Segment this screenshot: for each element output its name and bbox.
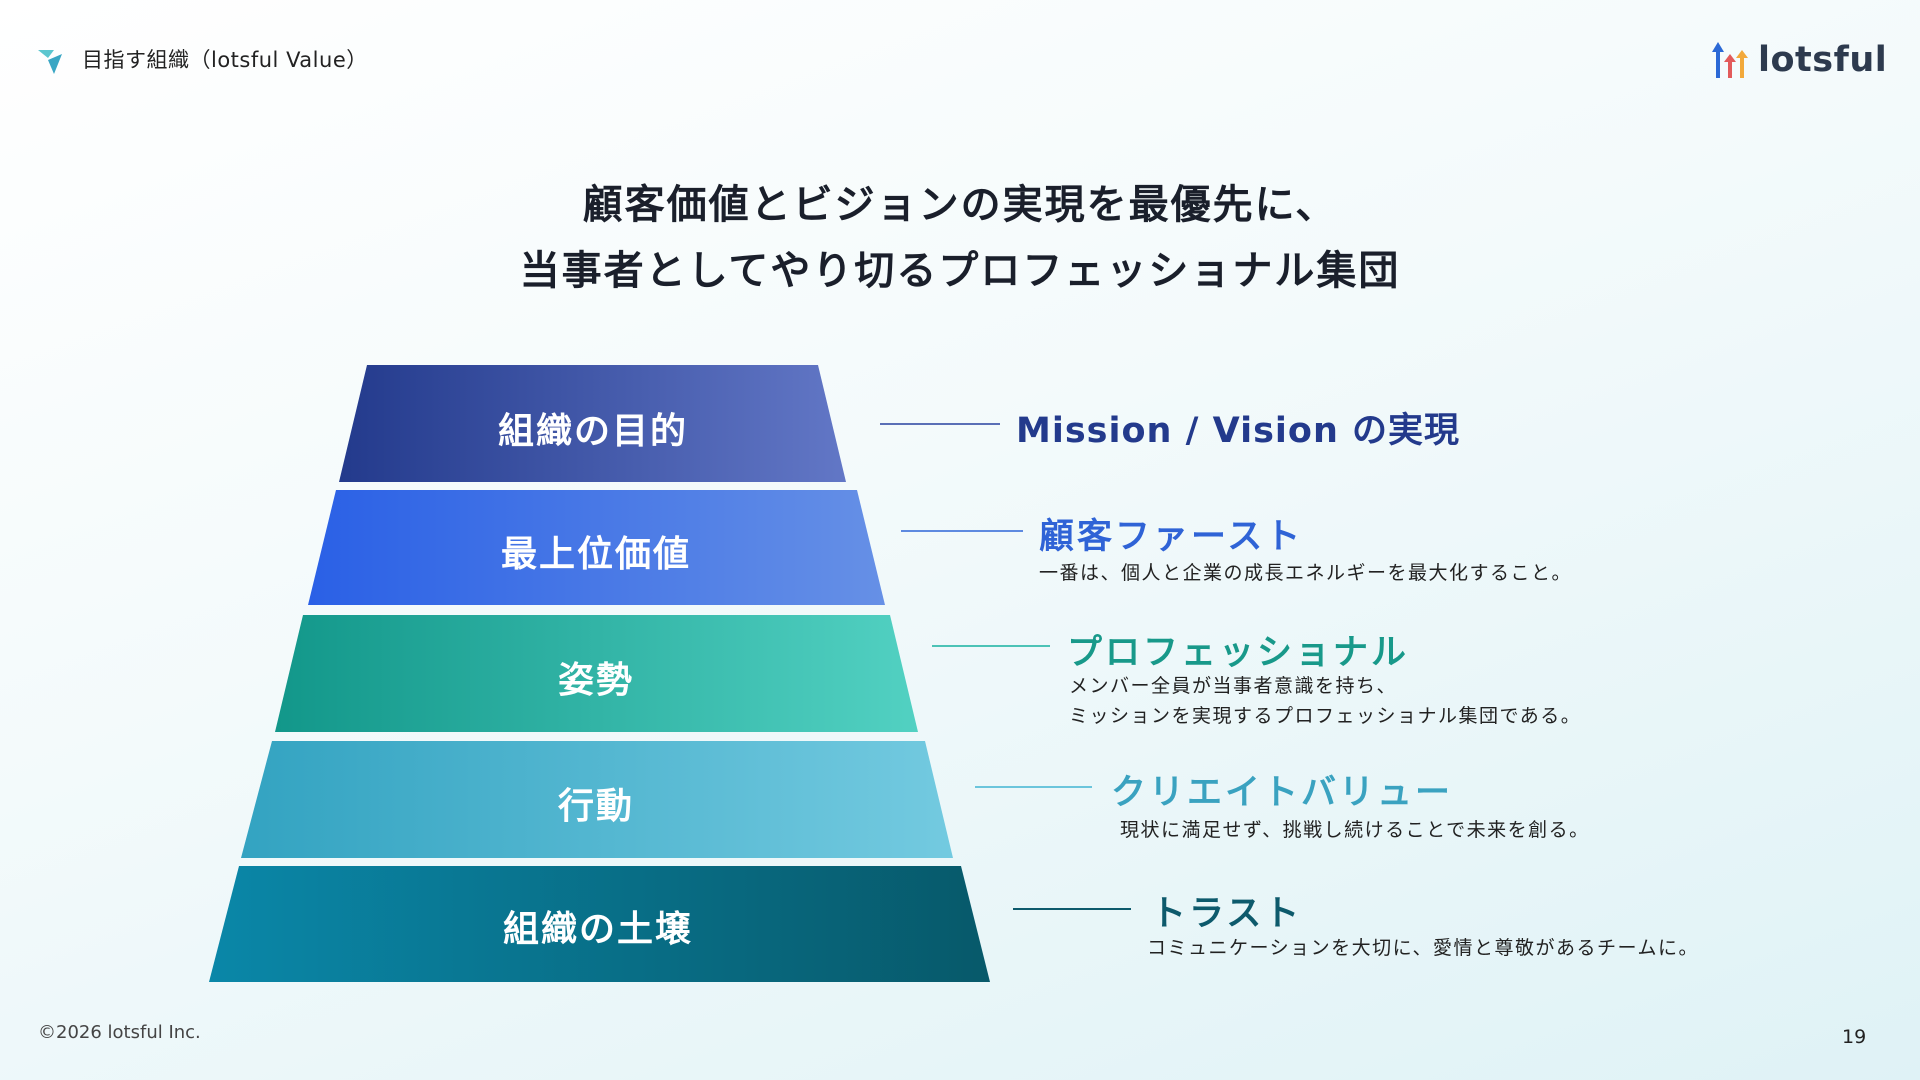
item-desc-professional-1: メンバー全員が当事者意識を持ち、 xyxy=(1069,675,1398,697)
tier-label-foundation: 組織の土壌 xyxy=(502,909,693,950)
item-title-customer-first: 顧客ファースト xyxy=(1039,517,1304,557)
item-title-trust: トラスト xyxy=(1151,894,1303,934)
tier-label-top-value: 最上位価値 xyxy=(500,534,691,575)
tier-label-purpose: 組織の目的 xyxy=(497,411,688,452)
item-desc-trust-1: コミュニケーションを大切に、愛情と尊敬があるチームに。 xyxy=(1147,937,1699,959)
item-title-professional: プロフェッショナル xyxy=(1067,633,1410,673)
item-desc-create-value-1: 現状に満足せず、挑戦し続けることで未来を創る。 xyxy=(1120,819,1590,841)
logo-wordmark: lotsful xyxy=(1758,40,1888,80)
logo-arrows-icon xyxy=(1712,42,1748,78)
item-desc-customer-first-1: 一番は、個人と企業の成長エネルギーを最大化すること。 xyxy=(1039,562,1573,584)
brand-arrow-icon xyxy=(38,50,62,74)
pyramid-tier-3 xyxy=(275,615,918,732)
pyramid-tier-1 xyxy=(339,365,846,482)
pyramid-tier-4 xyxy=(241,741,953,858)
connector-line-5 xyxy=(1013,908,1131,910)
company-logo: lotsful xyxy=(1712,36,1887,84)
item-title-create-value: クリエイトバリュー xyxy=(1111,773,1454,813)
connector-line-2 xyxy=(901,530,1023,532)
page-number: 19 xyxy=(1842,1026,1867,1048)
connector-line-4 xyxy=(975,786,1092,788)
connector-line-1 xyxy=(880,423,1000,425)
connector-line-3 xyxy=(932,645,1050,647)
page-section-title: 目指す組織（lotsful Value） xyxy=(82,48,368,72)
headline-line-1: 顧客価値とビジョンの実現を最優先に、 xyxy=(582,182,1338,228)
tier-label-stance: 姿勢 xyxy=(557,660,634,701)
pyramid-tier-5 xyxy=(209,866,990,982)
item-desc-professional-2: ミッションを実現するプロフェッショナル集団である。 xyxy=(1069,705,1582,727)
tier-label-action: 行動 xyxy=(557,786,634,827)
headline-line-2: 当事者としてやり切るプロフェッショナル集団 xyxy=(519,248,1401,294)
item-title-mission: Mission / Vision の実現 xyxy=(1016,411,1461,451)
pyramid-tier-2 xyxy=(308,490,885,605)
copyright: ©2026 lotsful Inc. xyxy=(38,1022,201,1043)
